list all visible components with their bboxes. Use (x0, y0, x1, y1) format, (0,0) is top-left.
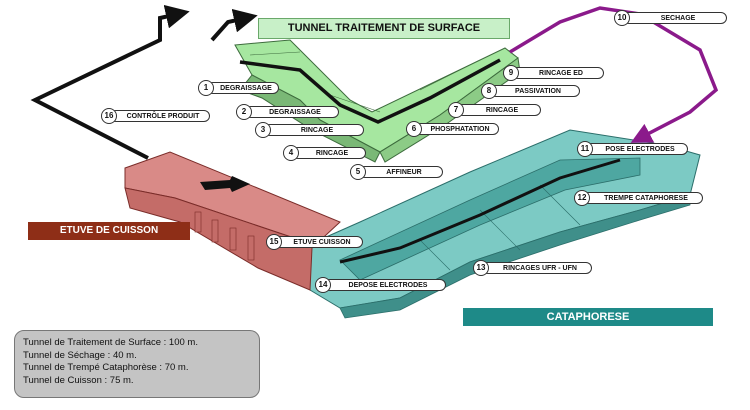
station-3: 3 RINCAGE (255, 122, 364, 138)
station-label: DEPOSE ELECTRODES (324, 279, 446, 291)
station-10: 10 SECHAGE (614, 10, 727, 26)
legend-line: Tunnel de Trempé Cataphorèse : 70 m. (23, 362, 189, 373)
station-12: 12 TREMPE CATAPHORESE (574, 190, 703, 206)
station-14: 14 DEPOSE ELECTRODES (315, 277, 446, 293)
conveyor-cataphoresis-line (339, 158, 621, 264)
station-label: PHOSPHATATION (415, 123, 499, 135)
station-9: 9 RINCAGE ED (503, 65, 604, 81)
station-number: 15 (266, 234, 282, 250)
station-number: 8 (481, 83, 497, 99)
station-number: 13 (473, 260, 489, 276)
station-6: 6 PHOSPHATATION (406, 121, 499, 137)
station-16: 16 CONTRÔLE PRODUIT (101, 108, 210, 124)
legend-line: Tunnel de Séchage : 40 m. (23, 349, 137, 361)
station-number: 11 (577, 141, 593, 157)
station-label: TREMPE CATAPHORESE (583, 192, 703, 204)
station-number: 9 (503, 65, 519, 81)
station-label: RINCAGE (457, 104, 541, 116)
conveyor-tunnel-line (239, 58, 501, 124)
station-15: 15 ETUVE CUISSON (266, 234, 363, 250)
curing-oven (124, 151, 341, 291)
station-label: AFFINEUR (359, 166, 443, 178)
station-number: 4 (283, 145, 299, 161)
station-8: 8 PASSIVATION (481, 83, 580, 99)
station-label: POSE ELECTRODES (586, 143, 688, 155)
station-label: RINCAGE (264, 124, 364, 136)
station-number: 16 (101, 108, 117, 124)
station-5: 5 AFFINEUR (350, 164, 443, 180)
station-label: DEGRAISSAGE (207, 82, 279, 94)
station-label: ETUVE CUISSON (275, 236, 363, 248)
station-1: 1 DEGRAISSAGE (198, 80, 279, 96)
surface-treatment-tunnel (234, 39, 521, 163)
station-number: 6 (406, 121, 422, 137)
etuve-banner: ETUVE DE CUISSON (28, 222, 190, 240)
station-2: 2 DEGRAISSAGE (236, 104, 339, 120)
tunnel-banner: TUNNEL TRAITEMENT DE SURFACE (258, 18, 510, 39)
station-number: 1 (198, 80, 214, 96)
station-label: SECHAGE (623, 12, 727, 24)
station-number: 5 (350, 164, 366, 180)
station-number: 3 (255, 122, 271, 138)
station-label: DEGRAISSAGE (245, 106, 339, 118)
station-7: 7 RINCAGE (448, 102, 541, 118)
station-label: CONTRÔLE PRODUIT (110, 110, 210, 122)
station-label: RINCAGE (292, 147, 366, 159)
station-13: 13 RINCAGES UFR - UFN (473, 260, 592, 276)
station-number: 2 (236, 104, 252, 120)
legend-line: Tunnel de Cuisson : 75 m. (23, 374, 134, 386)
station-number: 7 (448, 102, 464, 118)
station-label: PASSIVATION (490, 85, 580, 97)
conveyor-entry-line (210, 8, 258, 42)
legend-line: Tunnel de Traitement de Surface : 100 m. (23, 337, 198, 348)
station-4: 4 RINCAGE (283, 145, 366, 161)
station-number: 10 (614, 10, 630, 26)
station-label: RINCAGE ED (512, 67, 604, 79)
station-number: 12 (574, 190, 590, 206)
tunnel-lengths-legend: Tunnel de Traitement de Surface : 100 m.… (14, 330, 260, 398)
cataphorese-banner: CATAPHORESE (463, 308, 713, 326)
conveyor-return-line (30, 4, 190, 160)
station-label: RINCAGES UFR - UFN (482, 262, 592, 274)
station-11: 11 POSE ELECTRODES (577, 141, 688, 157)
station-number: 14 (315, 277, 331, 293)
drying-conveyor-line (509, 6, 719, 143)
